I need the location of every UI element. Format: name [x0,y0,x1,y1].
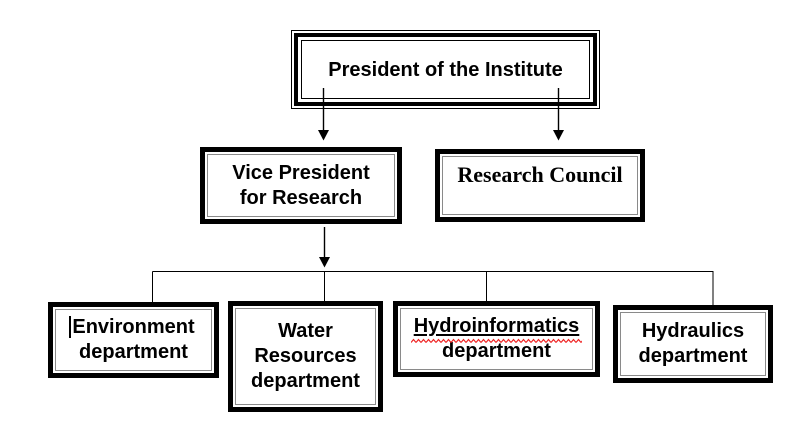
hydraulics-label-line2: department [638,345,748,367]
arrowhead-down-icon [553,130,564,141]
spellcheck-squiggle-icon [410,338,583,344]
hydraulics-label-line1: Hydraulics [641,320,745,342]
vice-president-label-line1: Vice President [232,161,370,184]
research-council-label: Research Council [457,162,623,187]
connector-vice-president-to-departments [319,227,330,268]
environment-label-line1: Environment [72,316,195,338]
environment-label-line2: department [79,341,188,363]
water-resources-label-line2: Resources [254,345,357,367]
hydroinformatics-label-line1: Hydroinformatics [413,315,580,337]
node-water-resources-department[interactable]: Water Resources department [228,301,383,412]
node-vice-president[interactable]: Vice President for Research [200,147,402,224]
president-border-mid: President of the Institute [294,33,597,106]
arrowhead-down-icon [319,257,330,268]
node-research-council[interactable]: Research Council [435,149,645,222]
hydroinformatics-label-line2: department [442,340,551,362]
node-president[interactable]: President of the Institute [291,30,600,109]
water-resources-label-line3: department [251,370,360,392]
node-environment-department[interactable]: Environment department [48,302,219,378]
president-label: President of the Institute [328,58,563,81]
text-caret [69,316,71,338]
node-hydroinformatics-department[interactable]: Hydroinformatics department [393,301,600,377]
arrowhead-down-icon [318,130,329,141]
node-hydraulics-department[interactable]: Hydraulics department [613,305,773,383]
vice-president-label-line2: for Research [239,186,363,209]
water-resources-label-line1: Water [278,320,333,342]
